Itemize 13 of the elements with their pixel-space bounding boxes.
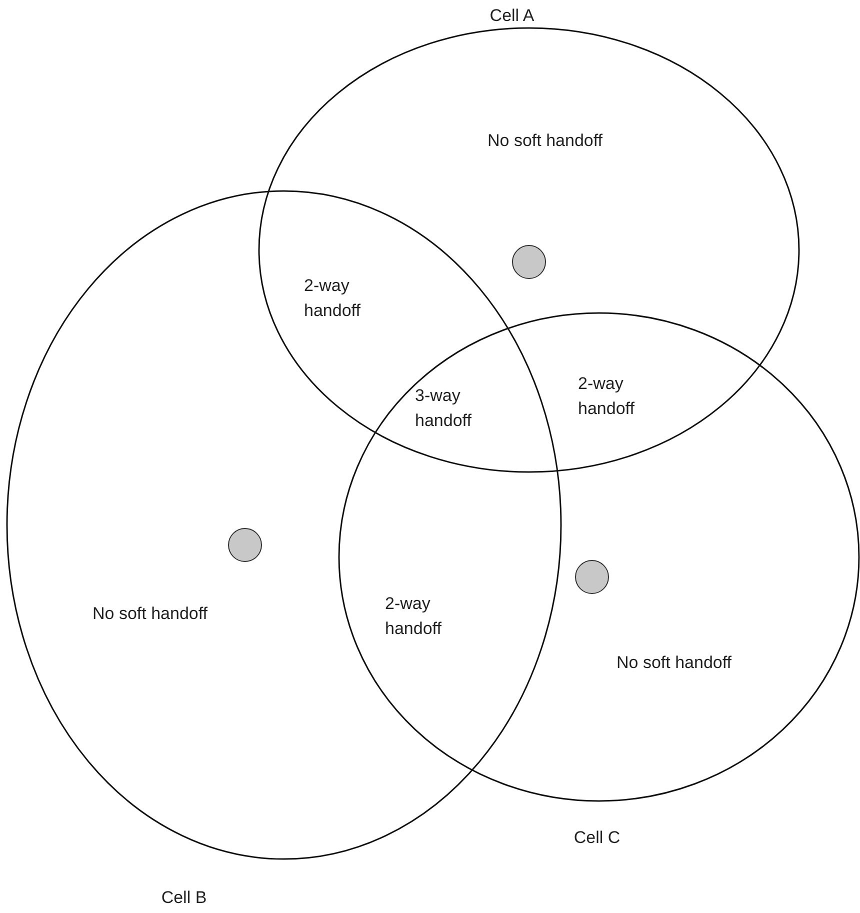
base-station-circle	[228, 528, 262, 562]
region-label: 2-way handoff	[304, 275, 362, 322]
cell-name: Cell B	[161, 887, 207, 909]
region-label: No soft handoff	[616, 652, 732, 674]
region-label: 2-way handoff	[578, 373, 636, 420]
region-label: 2-way handoff	[385, 593, 442, 640]
region-label: 3-way handoff	[415, 385, 472, 432]
cell-name: Cell C	[574, 827, 620, 849]
base-station-circle	[575, 560, 609, 594]
base-station-circle	[512, 245, 546, 279]
cell-name: Cell A	[490, 5, 534, 27]
region-label: No soft handoff	[92, 603, 208, 625]
region-label: No soft handoff	[488, 130, 602, 152]
